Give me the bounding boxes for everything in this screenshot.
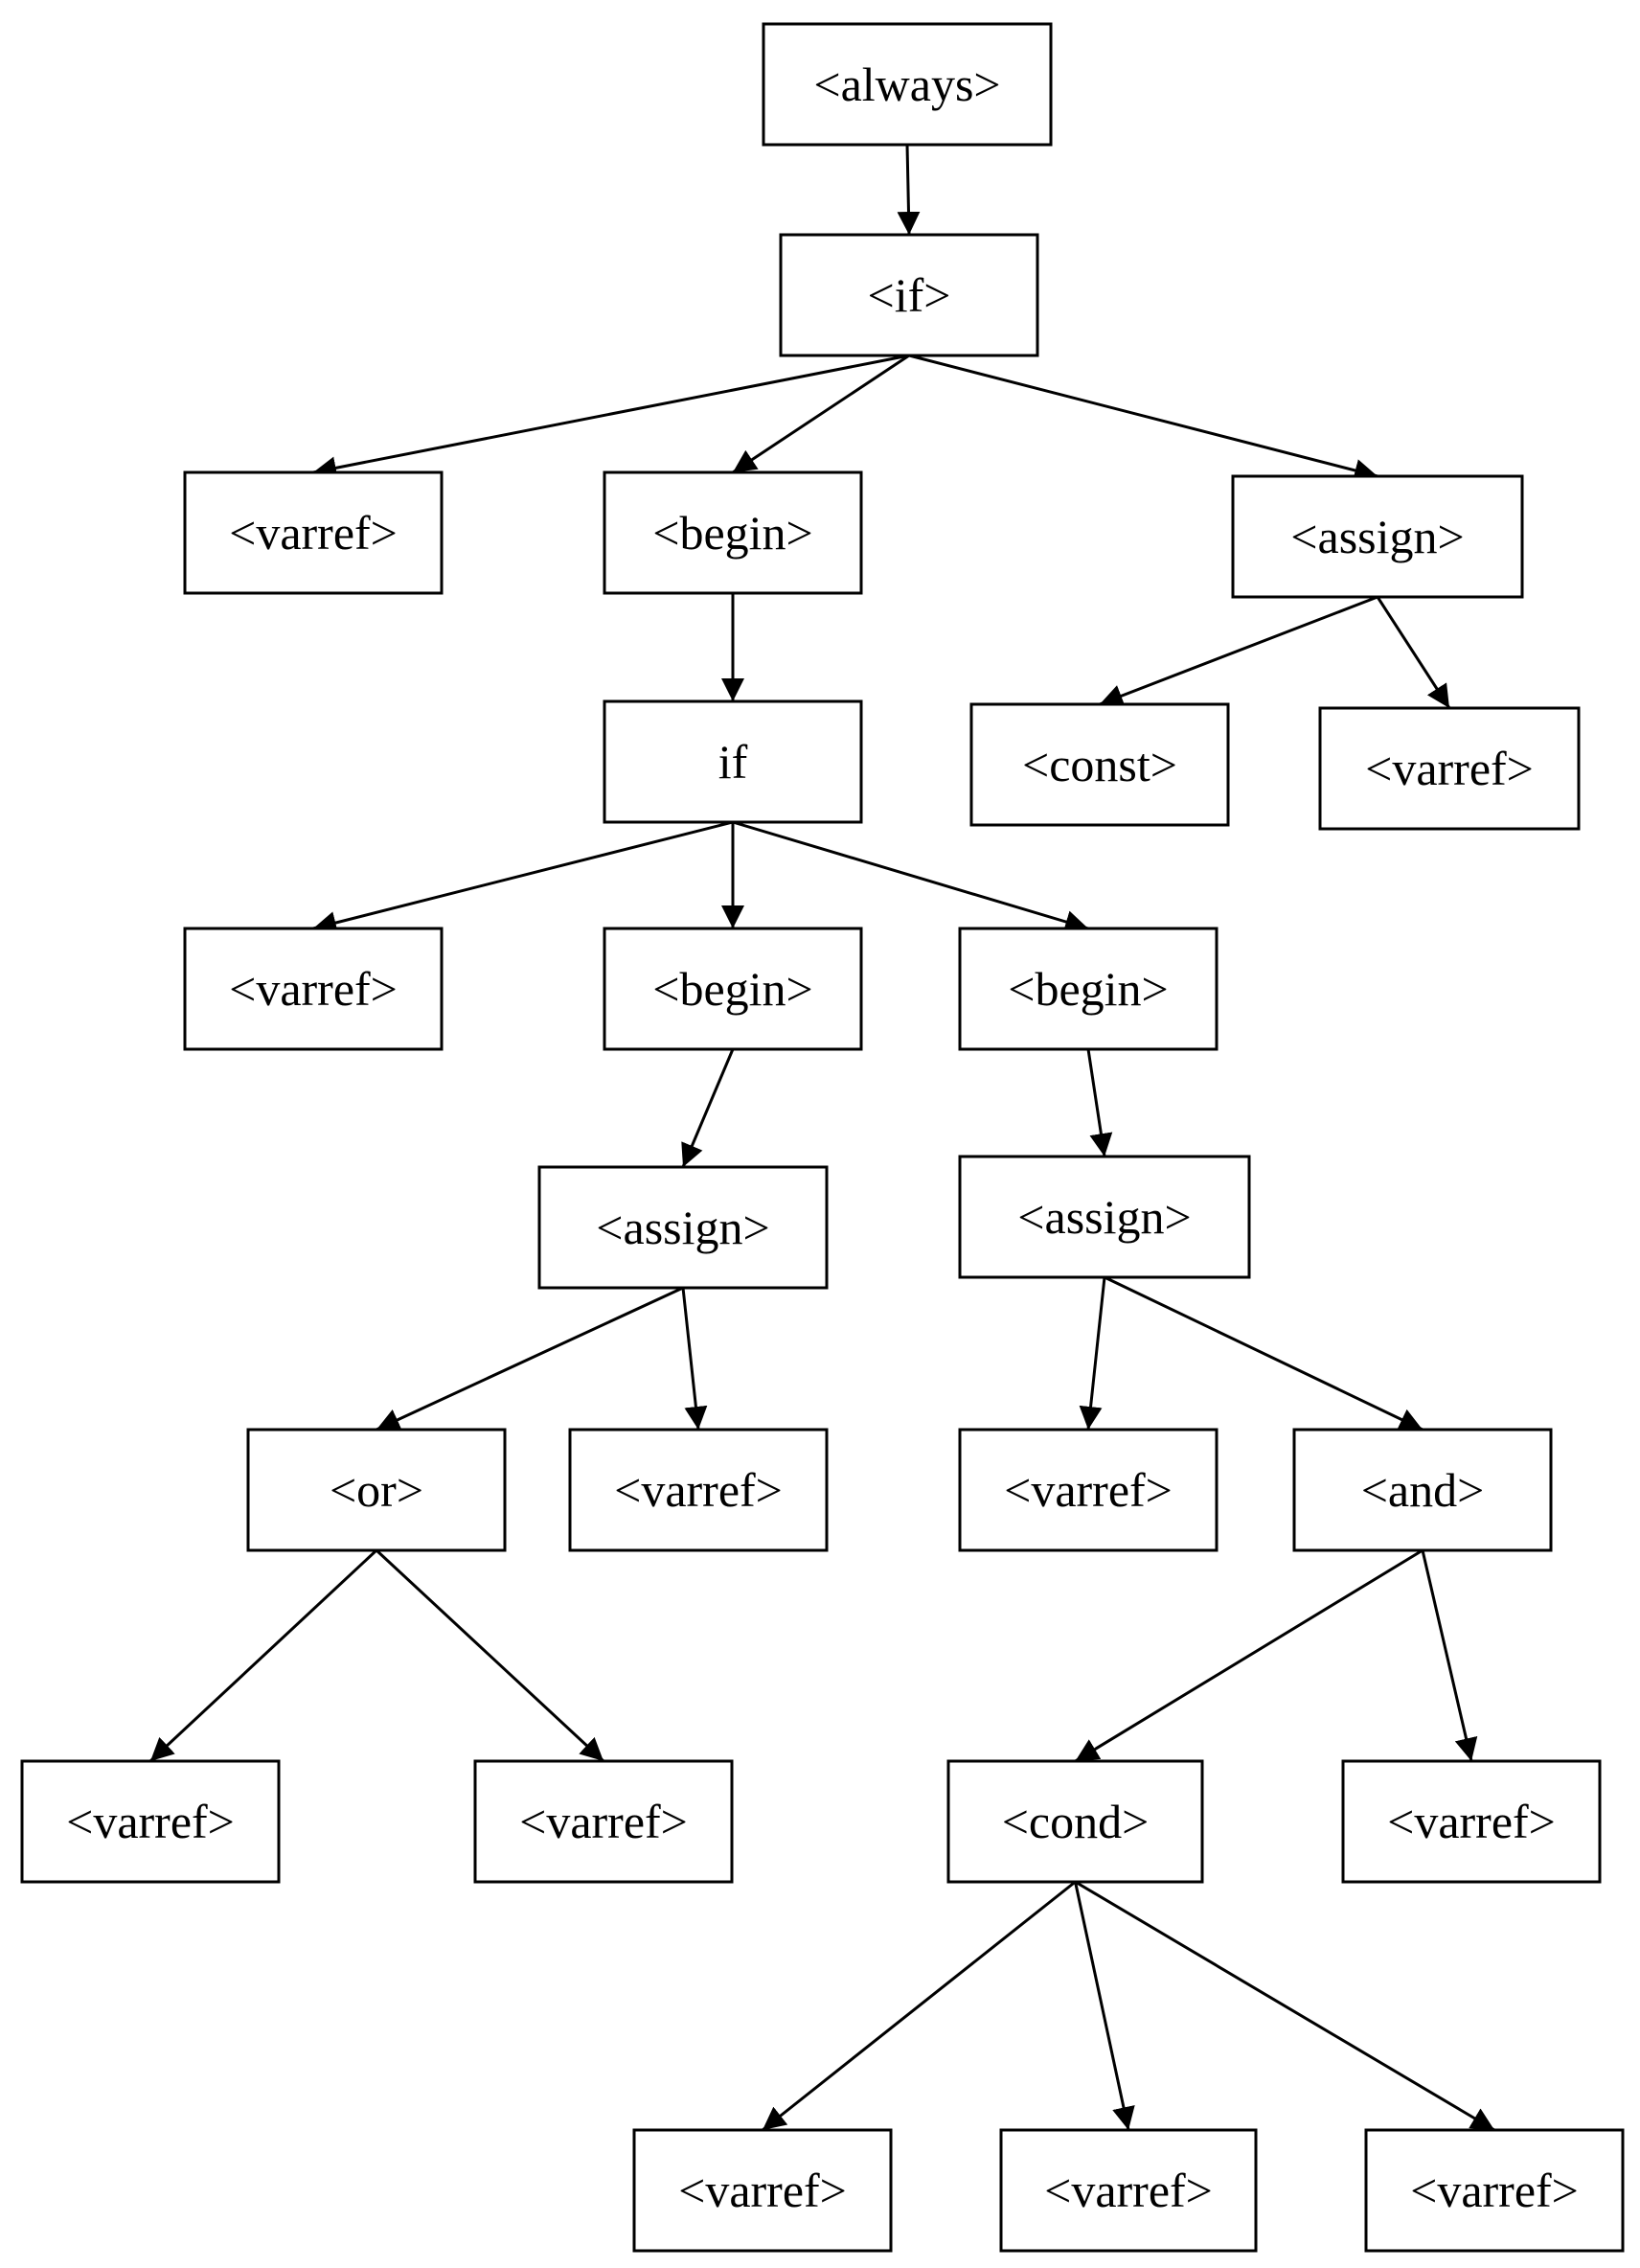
node-label: <varref> [1410,2164,1579,2217]
node-if: if [603,699,863,824]
node-label: <always> [813,57,1000,111]
node-box [969,702,1230,827]
node-begin: <begin> [603,927,863,1051]
node-label: <and> [1361,1463,1485,1517]
edge-n1-to-n2 [897,144,921,236]
node-const: <const> [969,702,1230,827]
edge-n2-to-n3 [312,354,910,480]
node-box [1341,1759,1602,1884]
node-box [603,927,863,1051]
node-label: <begin> [1008,962,1168,1016]
edge-n5-to-n7 [1099,595,1378,707]
node-cond: <cond> [946,1759,1204,1884]
node-box [958,1428,1219,1552]
node-varref: <varref> [958,1428,1219,1552]
node-box [603,699,863,824]
node-varref: <varref> [999,2128,1258,2253]
edges-layer [148,144,1495,2132]
node-box [1292,1428,1553,1552]
node-always: <always> [762,22,1053,147]
node-box [632,2128,893,2253]
node-varref: <varref> [473,1759,734,1884]
node-box [246,1428,507,1552]
node-label: <begin> [652,962,812,1016]
node-box [537,1165,829,1290]
edge-n17-to-n20 [1074,1548,1424,1763]
node-label: <varref> [519,1795,688,1848]
node-label: <varref> [1365,742,1534,795]
edge-n20-to-n22 [762,1880,1077,2132]
edge-n13-to-n16 [1079,1276,1106,1431]
node-or: <or> [246,1428,507,1552]
node-box [20,1759,281,1884]
node-box [1364,2128,1625,2253]
node-varref: <varref> [1364,2128,1625,2253]
node-box [183,470,444,595]
node-label: <begin> [652,506,812,560]
node-box [183,927,444,1051]
edge-n5-to-n8 [1376,596,1451,709]
edge-n6-to-n11 [732,820,1089,933]
edge-n14-to-n18 [148,1548,378,1763]
node-label: <varref> [678,2164,847,2217]
node-label: if [718,735,748,789]
node-box [603,470,863,595]
node-varref: <varref> [632,2128,893,2253]
node-assign: <assign> [1231,474,1524,599]
node-varref: <varref> [20,1759,281,1884]
edge-n11-to-n13 [1086,1048,1113,1157]
node-label: <varref> [1387,1795,1556,1848]
node-if: <if> [779,233,1039,357]
node-varref: <varref> [1318,706,1581,831]
node-box [1231,474,1524,599]
edge-n13-to-n17 [1104,1275,1424,1432]
node-begin: <begin> [958,927,1219,1051]
node-label: <assign> [1290,510,1464,563]
node-and: <and> [1292,1428,1553,1552]
node-box [946,1759,1204,1884]
node-box [568,1428,829,1552]
node-assign: <assign> [958,1155,1251,1279]
edge-n14-to-n19 [375,1548,605,1763]
edge-n20-to-n23 [1074,1881,1135,2131]
node-label: <const> [1022,738,1177,791]
node-varref: <varref> [183,470,444,595]
node-box [762,22,1053,147]
node-box [958,927,1219,1051]
node-box [1318,706,1581,831]
node-label: <varref> [229,962,398,1016]
node-label: <if> [868,268,951,322]
node-label: <assign> [1017,1190,1191,1244]
nodes-layer: <always> <if> <varref> <begin> <assign> if <co… [20,22,1625,2253]
edge-n12-to-n15 [681,1287,708,1431]
node-box [473,1759,734,1884]
node-label: <varref> [229,506,398,560]
node-label: <cond> [1002,1795,1150,1848]
node-label: <varref> [1004,1463,1173,1517]
node-label: <or> [330,1463,423,1517]
node-box [999,2128,1258,2253]
node-varref: <varref> [568,1428,829,1552]
edge-n6-to-n9 [312,820,734,934]
node-varref: <varref> [1341,1759,1602,1884]
node-assign: <assign> [537,1165,829,1290]
edge-n2-to-n5 [908,354,1378,482]
node-box [779,233,1039,357]
edge-n17-to-n21 [1421,1549,1478,1762]
edge-n2-to-n4 [732,354,910,474]
node-label: <assign> [596,1201,769,1254]
edge-n12-to-n14 [376,1286,684,1432]
node-label: <varref> [66,1795,235,1848]
node-begin: <begin> [603,470,863,595]
edge-n20-to-n24 [1074,1880,1495,2132]
node-label: <varref> [614,1463,783,1517]
node-box [958,1155,1251,1279]
node-varref: <varref> [183,927,444,1051]
edge-n10-to-n12 [681,1048,735,1168]
node-label: <varref> [1044,2164,1213,2217]
